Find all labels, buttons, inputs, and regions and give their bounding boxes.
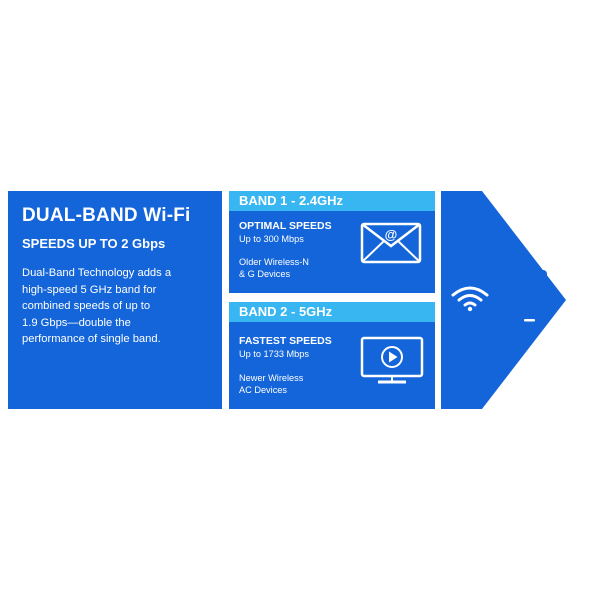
dual-band-info-panel: DUAL-BAND Wi-Fi SPEEDS UP TO 2 Gbps Dual… <box>8 191 222 409</box>
band-1-panel: BAND 1 - 2.4GHz OPTIMAL SPEEDS Up to 300… <box>229 191 435 293</box>
band-2-speed-title: FASTEST SPEEDS <box>239 335 332 347</box>
intro-description-line: combined speeds of up to <box>22 300 151 313</box>
band-2-panel: BAND 2 - 5GHz FASTEST SPEEDS Up to 1733 … <box>229 302 435 409</box>
intro-description: Dual-Band Technology adds a high-speed 5… <box>22 265 210 348</box>
mobile-device-icon <box>512 270 547 327</box>
wifi-icon <box>451 286 489 312</box>
band-2-header: BAND 2 - 5GHz <box>229 302 435 322</box>
arrow-chevron <box>441 191 566 409</box>
band-2-devices-2: AC Devices <box>239 385 287 395</box>
band-1-devices: Older Wireless-N <box>239 257 309 267</box>
band-2-speed: Up to 1733 Mbps <box>239 349 309 359</box>
intro-subtitle: SPEEDS UP TO 2 Gbps <box>22 236 166 251</box>
video-monitor-icon <box>360 336 424 384</box>
band-1-devices-2: & G Devices <box>239 269 291 279</box>
intro-description-line: high-speed 5 GHz band for <box>22 283 157 296</box>
intro-title: DUAL-BAND Wi-Fi <box>22 205 191 226</box>
band-1-speed: Up to 300 Mbps <box>239 234 304 244</box>
intro-description-line: Dual-Band Technology adds a <box>22 267 172 279</box>
svg-text:@: @ <box>385 227 398 242</box>
intro-description-line: 1.9 Gbps—double the <box>22 316 131 329</box>
email-envelope-icon: @ <box>360 222 422 264</box>
band-2-devices: Newer Wireless <box>239 373 304 383</box>
band-1-speed-title: OPTIMAL SPEEDS <box>239 220 332 232</box>
intro-description-line: performance of single band. <box>22 333 161 346</box>
band-1-header: BAND 1 - 2.4GHz <box>229 191 435 211</box>
